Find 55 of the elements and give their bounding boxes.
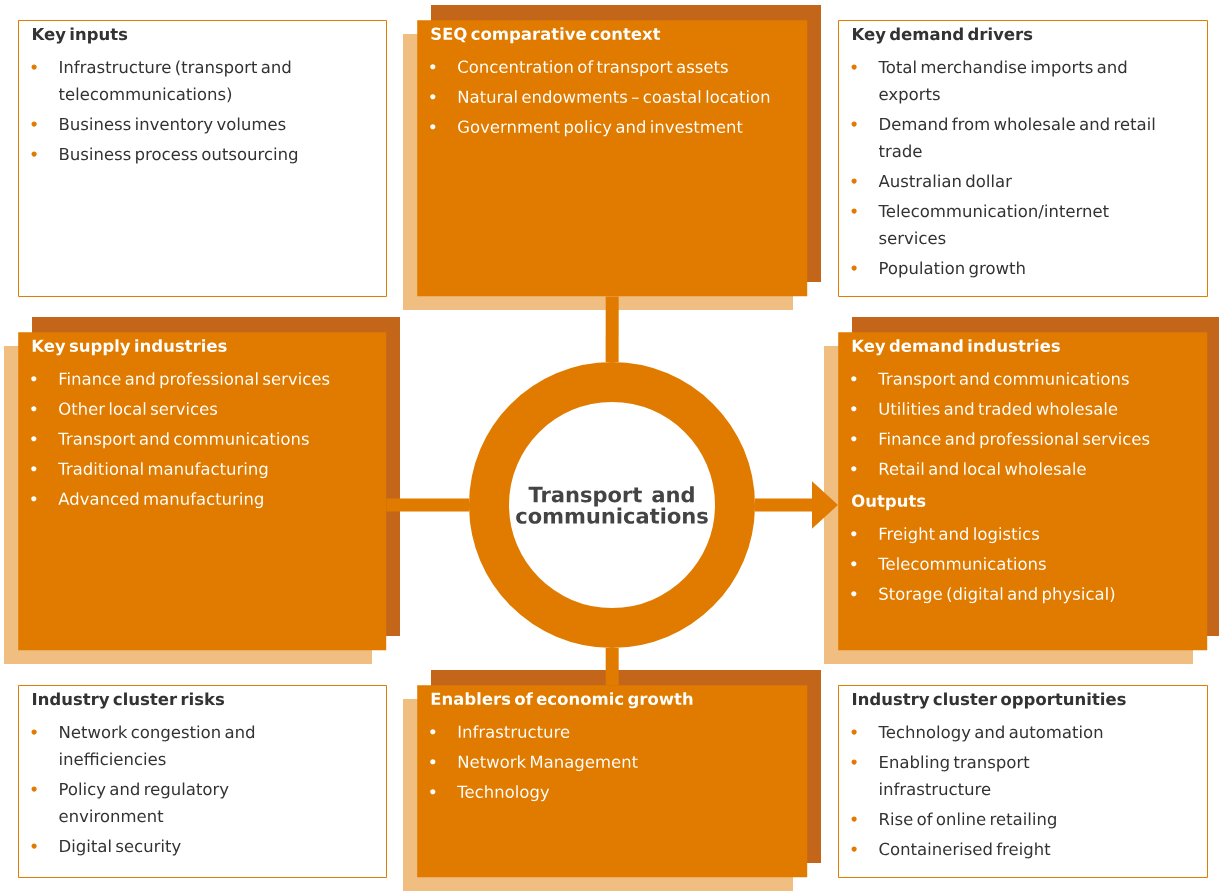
list-item: Policy and regulatory environment — [59, 782, 229, 823]
heading: Industry cluster opportunities — [853, 692, 1126, 709]
connector — [386, 498, 469, 512]
ring — [469, 362, 755, 648]
circle-label: Transport and communications — [516, 486, 708, 524]
card — [417, 20, 808, 297]
list-item: Business inventory volumes — [60, 117, 286, 134]
text-box — [18, 20, 387, 297]
list-item: Transport and communications — [58, 432, 309, 449]
list-item: Rise of online retailing — [880, 812, 1056, 829]
list-item: Business process outsourcing — [60, 147, 298, 164]
list-item: Storage (digital and physical) — [879, 587, 1115, 604]
card — [18, 332, 387, 651]
card — [417, 685, 808, 878]
list-item: Network congestion and inefficiencies — [60, 725, 255, 766]
list-item: Technology and automation — [878, 725, 1103, 742]
list-item: Utilities and traded wholesale — [879, 402, 1118, 415]
heading: SEQ comparative context — [431, 27, 661, 44]
list-item: Finance and professional services — [59, 372, 330, 389]
heading: Key inputs — [33, 27, 128, 44]
list-item: Infrastructure — [458, 725, 570, 738]
list-item: Digital security — [60, 839, 181, 856]
heading: Enablers of economic growth — [431, 692, 693, 709]
list-item: Demand from wholesale and retail trade — [878, 117, 1155, 158]
list-item: Technology — [457, 785, 550, 802]
list-item: Telecommunication/internet services — [878, 204, 1109, 245]
list-item: Network Management — [458, 755, 638, 772]
list-item: Government policy and investment — [458, 120, 743, 137]
list-item: Retail and local wholesale — [879, 462, 1086, 475]
list-item: Enabling transport infrastructure — [880, 755, 1030, 796]
list-item: Finance and professional services — [879, 432, 1150, 449]
heading: Key supply industries — [32, 339, 227, 356]
connector — [605, 647, 619, 686]
card — [838, 332, 1208, 651]
list-item: Natural endowments – coastal location — [458, 90, 770, 103]
list-item: Concentration of transport assets — [458, 60, 728, 77]
list-item: Containerised freight — [879, 842, 1051, 859]
text-box — [838, 685, 1208, 878]
heading: Industry cluster risks — [33, 692, 225, 709]
heading: Outputs — [852, 494, 926, 511]
heading: Key demand drivers — [853, 27, 1033, 44]
text-box — [838, 20, 1208, 297]
list-item: Australian dollar — [878, 174, 1012, 188]
list-item: Advanced manufacturing — [58, 492, 263, 509]
list-item: Transport and communications — [878, 372, 1129, 389]
list-item: Traditional manufacturing — [58, 462, 268, 479]
list-item: Total merchandise imports and exports — [878, 60, 1127, 104]
list-item: Infrastructure (transport and telecommunications) — [58, 60, 291, 103]
list-item: Population growth — [880, 261, 1025, 278]
list-item: Freight and logistics — [879, 527, 1040, 544]
connector — [605, 296, 619, 362]
text-box — [18, 685, 387, 878]
list-item: Other local services — [59, 402, 218, 415]
list-item: Telecommunications — [878, 557, 1046, 570]
heading: Key demand industries — [852, 339, 1060, 356]
